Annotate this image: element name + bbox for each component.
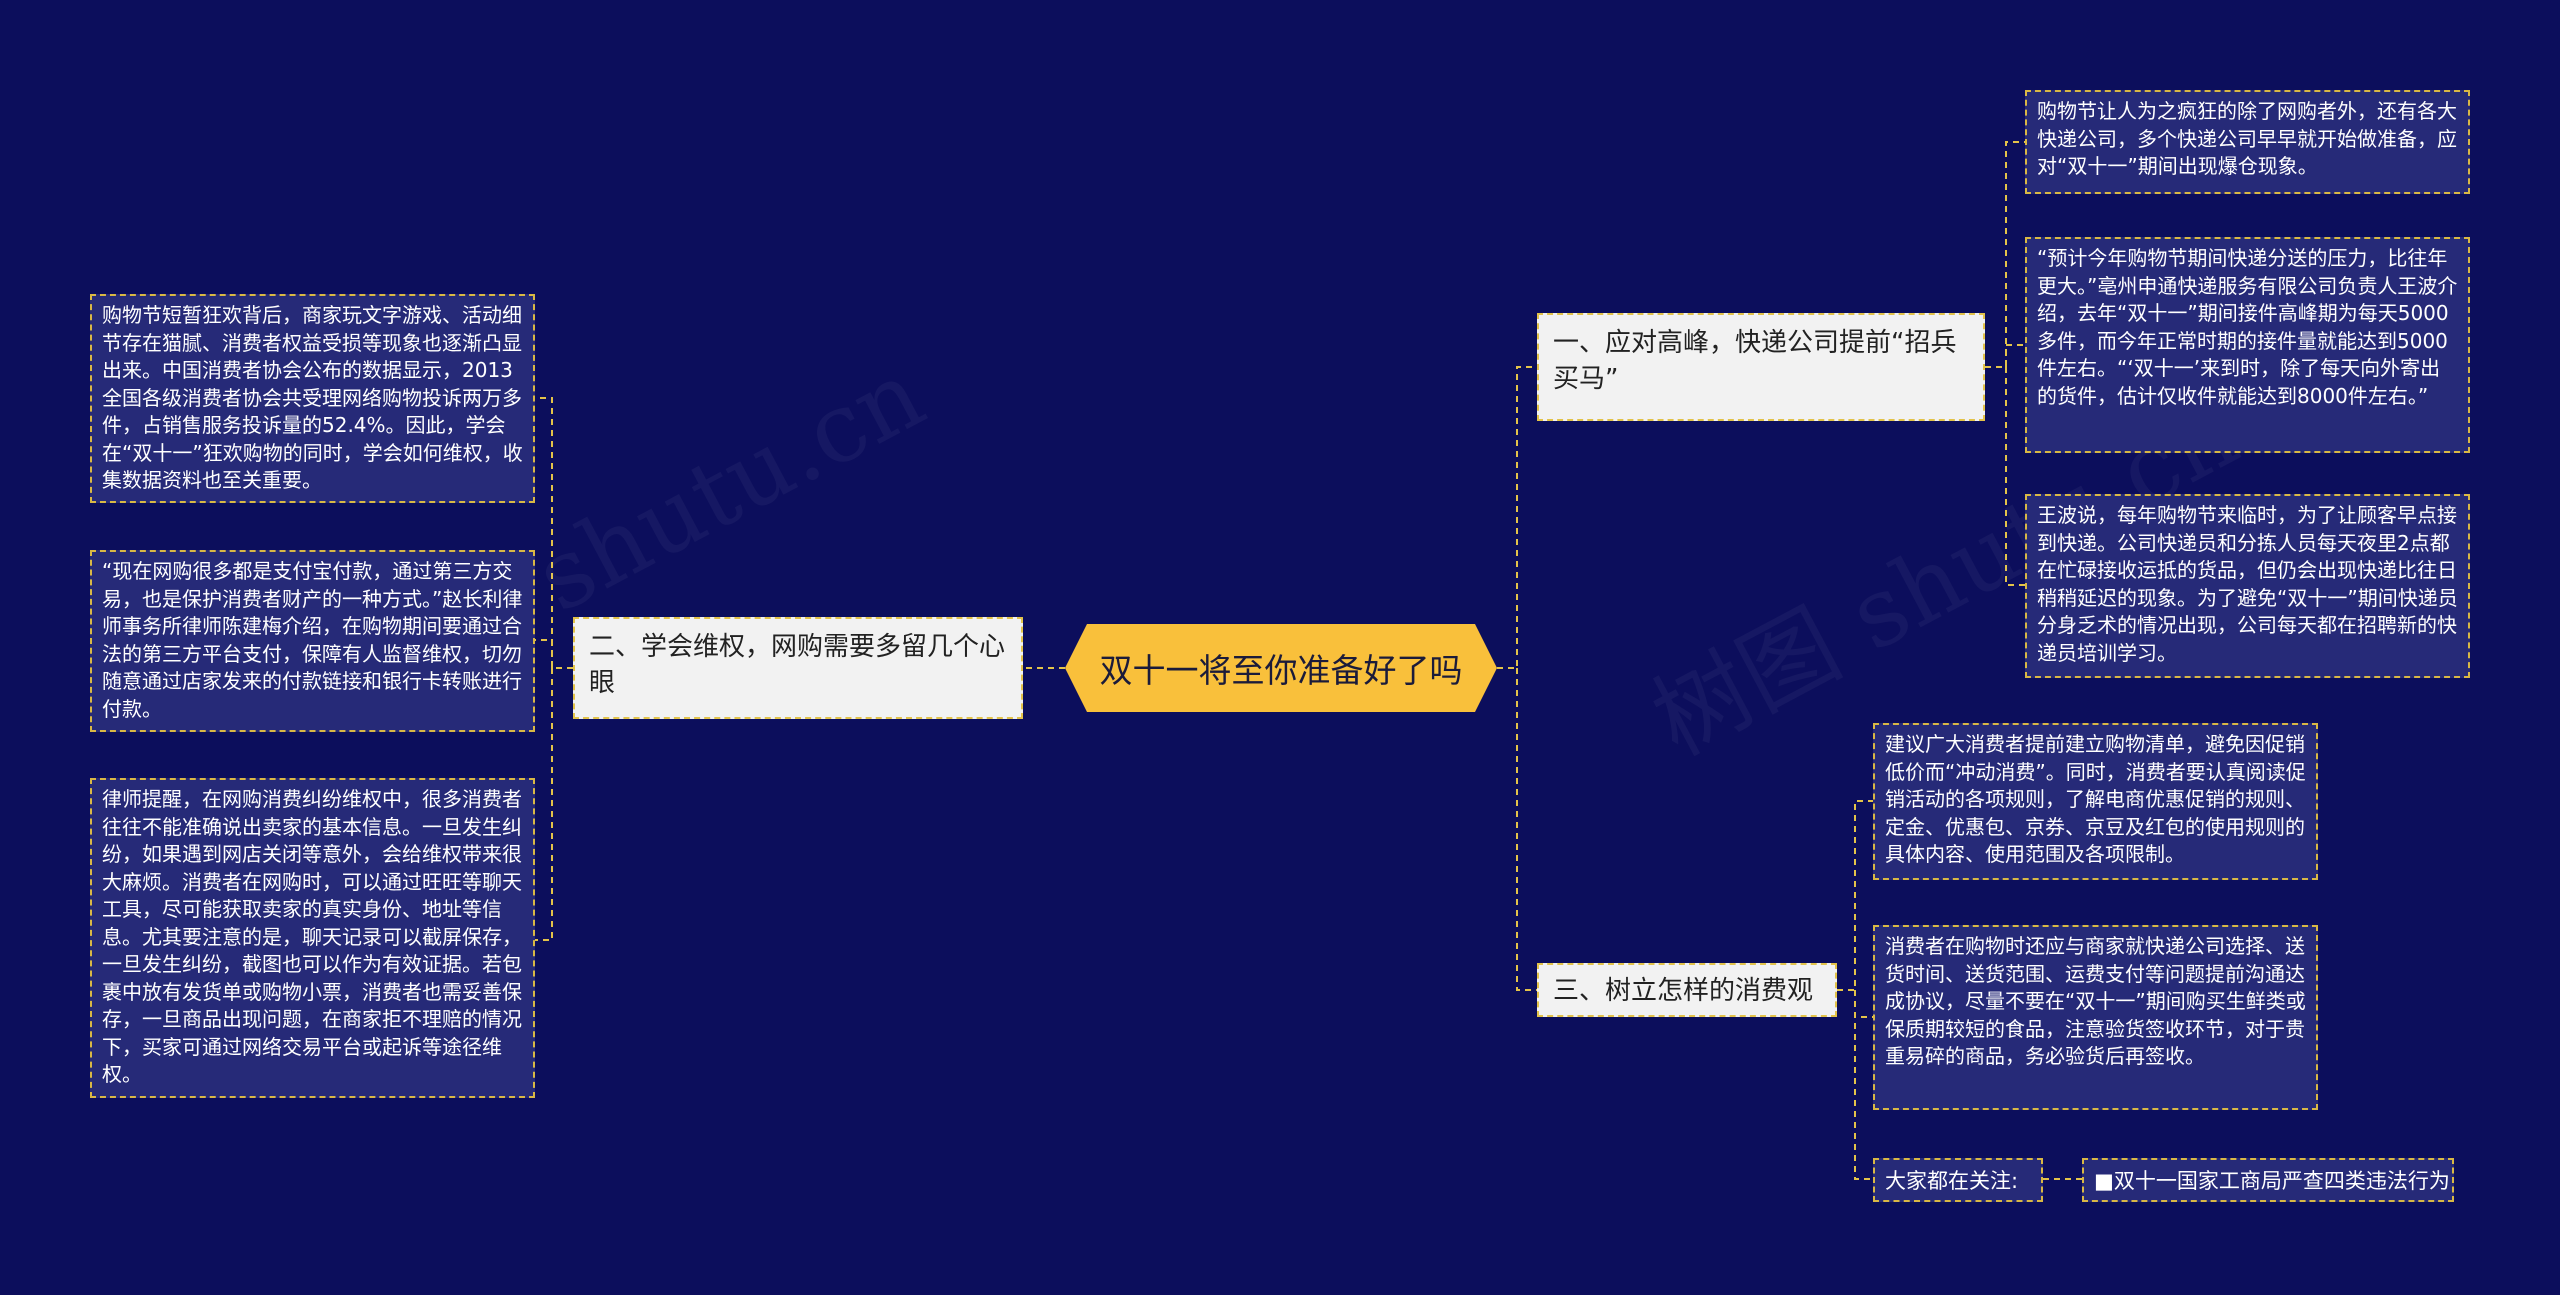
attention-link-text: ■双十一国家工商局严查四类违法行为 bbox=[2094, 1169, 2450, 1193]
leaf-text: “预计今年购物节期间快递分送的压力，比往年更大。”亳州申通快递服务有限公司负责人… bbox=[2037, 246, 2458, 408]
leaf-consumption-2[interactable]: 消费者在购物时还应与商家就快递公司选择、送货时间、送货范围、运费支付等问题提前沟… bbox=[1873, 925, 2318, 1110]
leaf-text: 购物节让人为之疯狂的除了网购者外，还有各大快递公司，多个快递公司早早就开始做准备… bbox=[2037, 99, 2457, 178]
attention-label-text: 大家都在关注: bbox=[1885, 1169, 2019, 1193]
branch-label: 三、树立怎样的消费观 bbox=[1553, 976, 1814, 1006]
central-topic-label: 双十一将至你准备好了吗 bbox=[1099, 651, 1463, 690]
branch-label: 二、学会维权，网购需要多留几个心眼 bbox=[589, 632, 1006, 698]
leaf-express-2[interactable]: “预计今年购物节期间快递分送的压力，比往年更大。”亳州申通快递服务有限公司负责人… bbox=[2025, 237, 2470, 453]
leaf-text: 王波说，每年购物节来临时，为了让顾客早点接到快递。公司快递员和分拣人员每天夜里2… bbox=[2037, 503, 2458, 665]
leaf-text: 购物节短暂狂欢背后，商家玩文字游戏、活动细节存在猫腻、消费者权益受损等现象也逐渐… bbox=[102, 303, 523, 492]
leaf-express-3[interactable]: 王波说，每年购物节来临时，为了让顾客早点接到快递。公司快递员和分拣人员每天夜里2… bbox=[2025, 494, 2470, 678]
leaf-rights-1[interactable]: 购物节短暂狂欢背后，商家玩文字游戏、活动细节存在猫腻、消费者权益受损等现象也逐渐… bbox=[90, 294, 535, 503]
leaf-text: 消费者在购物时还应与商家就快递公司选择、送货时间、送货范围、运费支付等问题提前沟… bbox=[1885, 934, 2306, 1068]
central-topic[interactable]: 双十一将至你准备好了吗 bbox=[1065, 624, 1497, 712]
leaf-rights-3[interactable]: 律师提醒，在网购消费纠纷维权中，很多消费者往往不能准确说出卖家的基本信息。一旦发… bbox=[90, 778, 535, 1098]
leaf-rights-2[interactable]: “现在网购很多都是支付宝付款，通过第三方交易，也是保护消费者财产的一种方式。”赵… bbox=[90, 550, 535, 732]
branch-label: 一、应对高峰，快递公司提前“招兵买马” bbox=[1553, 328, 1957, 394]
branch-consumption-view[interactable]: 三、树立怎样的消费观 bbox=[1537, 963, 1837, 1017]
branch-rights-protection[interactable]: 二、学会维权，网购需要多留几个心眼 bbox=[573, 617, 1023, 719]
leaf-text: 建议广大消费者提前建立购物清单，避免因促销低价而“冲动消费”。同时，消费者要认真… bbox=[1885, 732, 2306, 866]
attention-label: 大家都在关注: bbox=[1873, 1158, 2043, 1202]
branch-express-peak[interactable]: 一、应对高峰，快递公司提前“招兵买马” bbox=[1537, 313, 1985, 421]
leaf-text: 律师提醒，在网购消费纠纷维权中，很多消费者往往不能准确说出卖家的基本信息。一旦发… bbox=[102, 787, 522, 1086]
attention-link[interactable]: ■双十一国家工商局严查四类违法行为 bbox=[2082, 1158, 2454, 1202]
leaf-text: “现在网购很多都是支付宝付款，通过第三方交易，也是保护消费者财产的一种方式。”赵… bbox=[102, 559, 523, 721]
leaf-consumption-1[interactable]: 建议广大消费者提前建立购物清单，避免因促销低价而“冲动消费”。同时，消费者要认真… bbox=[1873, 723, 2318, 880]
leaf-express-1[interactable]: 购物节让人为之疯狂的除了网购者外，还有各大快递公司，多个快递公司早早就开始做准备… bbox=[2025, 90, 2470, 194]
